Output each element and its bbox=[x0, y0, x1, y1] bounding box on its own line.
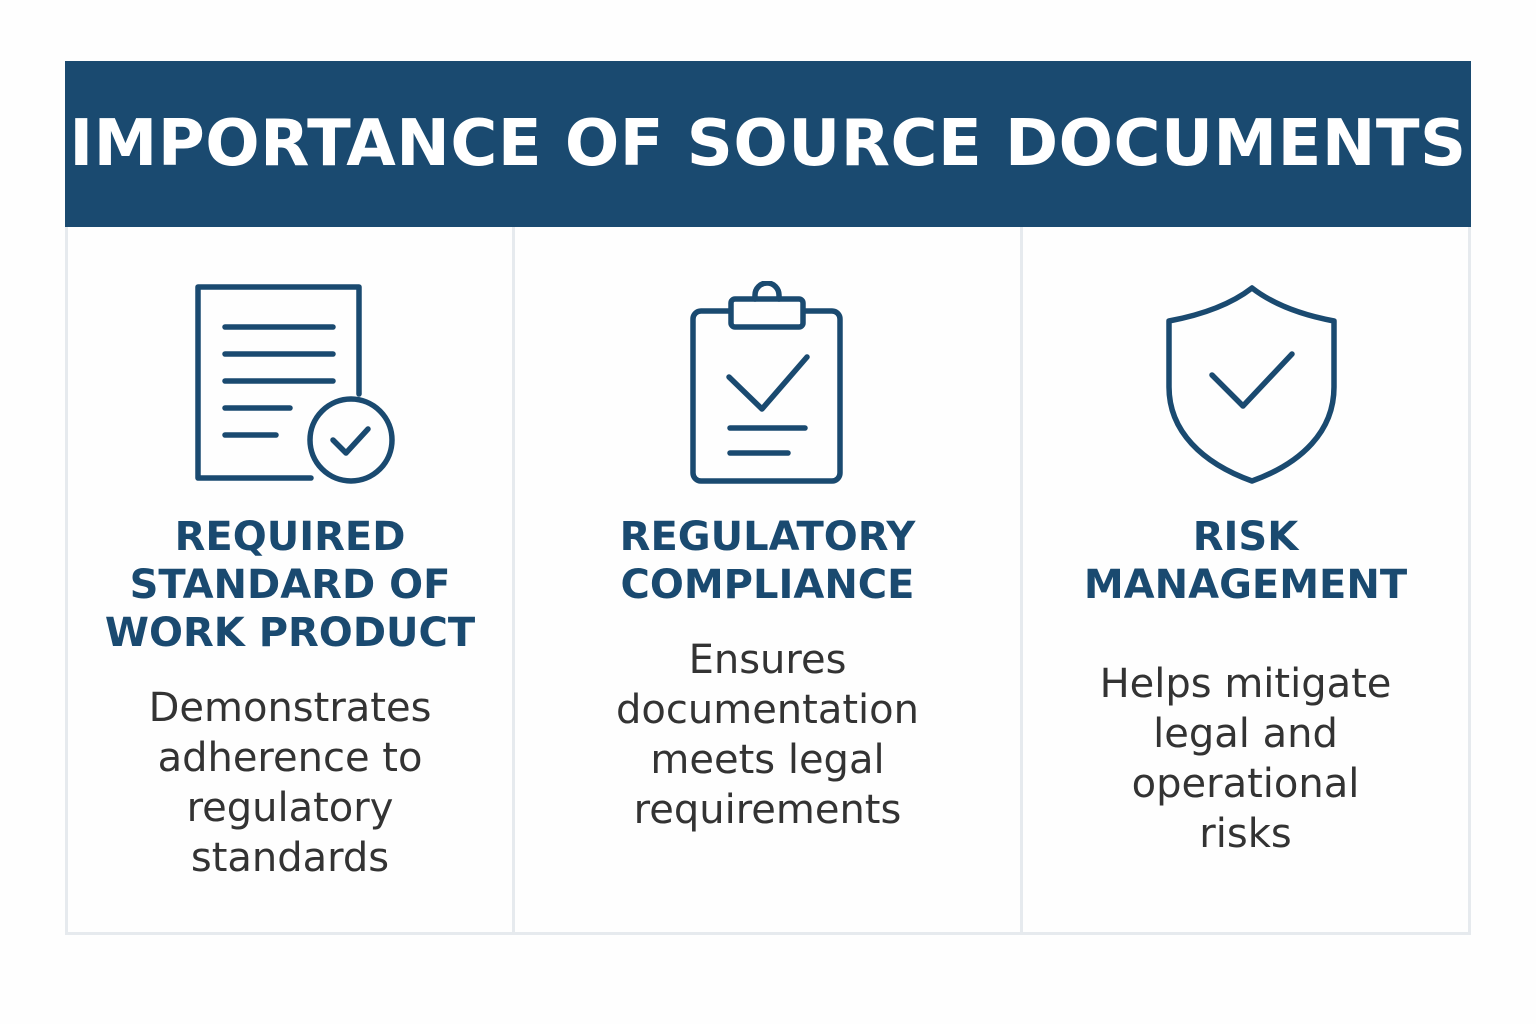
card-description: Demonstrates adherence to regulatory sta… bbox=[148, 685, 432, 881]
card-title: RISK MANAGEMENT bbox=[1083, 514, 1408, 608]
page-title: IMPORTANCE OF SOURCE DOCUMENTS bbox=[69, 107, 1467, 181]
header-banner: IMPORTANCE OF SOURCE DOCUMENTS bbox=[65, 61, 1471, 227]
card-required-standard: REQUIRED STANDARD OF WORK PRODUCT Demons… bbox=[68, 227, 515, 932]
clipboard-check-icon bbox=[688, 281, 848, 486]
card-description: Ensures documentation meets legal requir… bbox=[616, 637, 919, 833]
document-check-icon bbox=[193, 282, 403, 487]
card-description: Helps mitigate legal and operational ris… bbox=[1099, 661, 1392, 857]
card-risk-management: RISK MANAGEMENT Helps mitigate legal and… bbox=[1023, 227, 1468, 932]
cards-grid: REQUIRED STANDARD OF WORK PRODUCT Demons… bbox=[65, 227, 1471, 935]
card-regulatory-compliance: REGULATORY COMPLIANCE Ensures documentat… bbox=[515, 227, 1023, 932]
card-title: REGULATORY COMPLIANCE bbox=[619, 514, 916, 608]
card-title: REQUIRED STANDARD OF WORK PRODUCT bbox=[104, 514, 476, 656]
shield-check-icon bbox=[1164, 283, 1344, 485]
